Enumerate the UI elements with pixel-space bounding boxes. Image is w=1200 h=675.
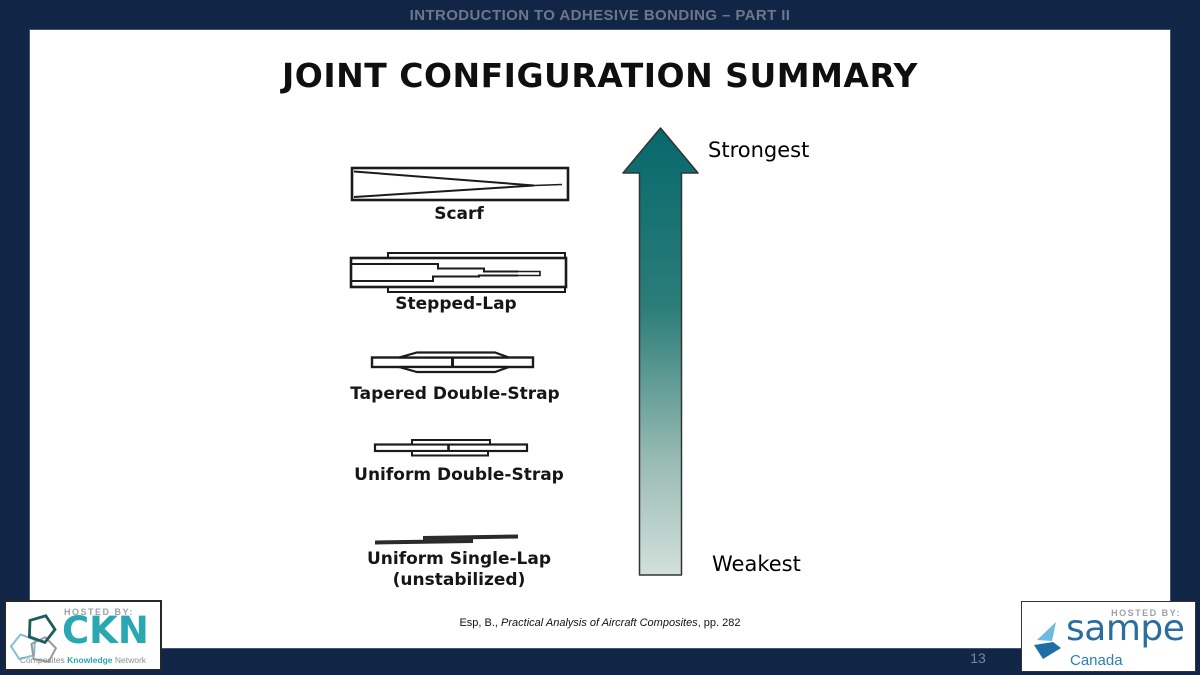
slide-title: JOINT CONFIGURATION SUMMARY	[282, 56, 918, 95]
stepped-lap-joint-drawing	[349, 252, 568, 293]
page-number: 13	[970, 650, 986, 666]
joint-label-uniform-double-strap: Uniform Double-Strap	[354, 465, 564, 485]
uniform-single-lap-joint-drawing	[375, 534, 518, 545]
ckn-hosted-by-label: HOSTED BY:	[64, 607, 134, 617]
citation: Esp, B., Practical Analysis of Aircraft …	[30, 617, 1170, 629]
ckn-acronym: CKN	[62, 609, 149, 652]
strength-arrow	[622, 127, 699, 576]
tapered-double-strap-joint-drawing	[370, 351, 535, 374]
joint-label-tapered-double-strap: Tapered Double-Strap	[350, 384, 560, 404]
sampe-logo: HOSTED BY: sampe Canada	[1021, 601, 1196, 672]
sampe-mark-icon	[1034, 622, 1061, 659]
strongest-label: Strongest	[708, 138, 810, 162]
joint-diagrams-figure	[349, 166, 570, 545]
joint-label-unstabilized: (unstabilized)	[392, 570, 526, 590]
joint-label-stepped-lap: Stepped-Lap	[395, 294, 517, 314]
citation-author: Esp, B.,	[459, 617, 502, 629]
slide-header-bar: INTRODUCTION TO ADHESIVE BONDING – PART …	[0, 0, 1200, 30]
joint-label-uniform-single-lap: Uniform Single-Lap	[366, 549, 552, 569]
ckn-pentagons-icon	[9, 614, 58, 663]
ckn-tagline-composites: Composites	[19, 655, 68, 665]
joint-label-scarf: Scarf	[434, 204, 484, 224]
citation-pages: , pp. 282	[697, 617, 741, 629]
uniform-double-strap-joint-drawing	[373, 439, 529, 457]
ckn-tagline: Composites Knowledge Network	[6, 655, 160, 665]
ckn-logo: HOSTED BY: CKN Composites Knowledge Netw…	[4, 600, 162, 671]
slide-content-area	[30, 30, 1170, 648]
scarf-joint-drawing	[350, 166, 570, 202]
ckn-tagline-knowledge: Knowledge	[67, 655, 113, 665]
sampe-wordmark: sampe	[1066, 608, 1185, 649]
ckn-tagline-network: Network	[112, 655, 147, 665]
sampe-hosted-by-label: HOSTED BY:	[1111, 608, 1181, 618]
slide-header-text: INTRODUCTION TO ADHESIVE BONDING – PART …	[409, 6, 791, 24]
weakest-label: Weakest	[712, 552, 801, 576]
citation-book-title: Practical Analysis of Aircraft Composite…	[501, 617, 698, 629]
sampe-region: Canada	[1070, 652, 1123, 669]
